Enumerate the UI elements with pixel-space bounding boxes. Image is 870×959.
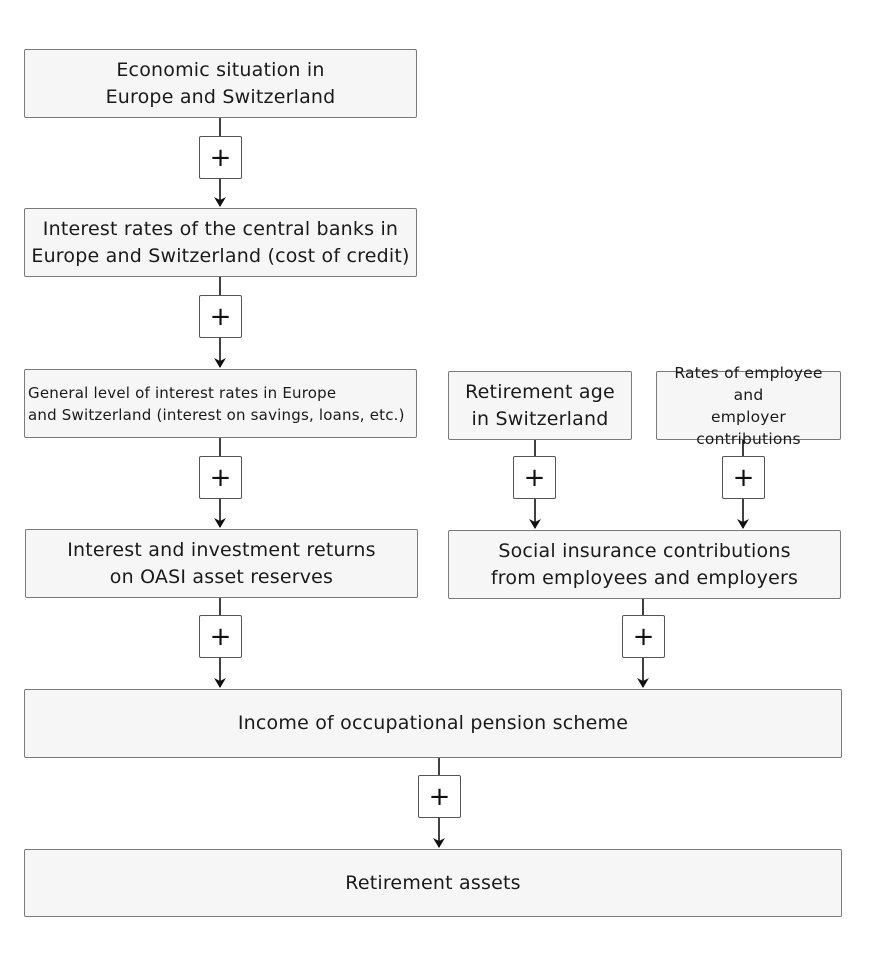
node-economic-situation: Economic situation in Europe and Switzer… (24, 49, 417, 118)
node-pension-scheme-income: Income of occupational pension scheme (24, 689, 842, 758)
plus-sign-central-banks-to-general-rates: + (199, 295, 242, 338)
plus-sign-social-contributions-to-pension-income: + (622, 615, 665, 658)
plus-sign-economic-to-central-banks: + (199, 136, 242, 179)
node-contribution-rates: Rates of employee and employer contribut… (656, 364, 841, 448)
node-central-bank-rates: Interest rates of the central banks in E… (24, 208, 417, 277)
node-general-interest-rates: General level of interest rates in Europ… (24, 369, 417, 438)
node-investment-returns: Interest and investment returns on OASI … (25, 529, 418, 598)
plus-sign-pension-income-to-retirement-assets: + (418, 775, 461, 818)
plus-sign-retirement-age-to-social-contributions: + (513, 456, 556, 499)
node-retirement-assets: Retirement assets (24, 849, 842, 917)
node-retirement-age: Retirement age in Switzerland (448, 371, 632, 440)
plus-sign-contribution-rates-to-social-contributions: + (722, 456, 765, 499)
node-social-insurance-contributions: Social insurance contributions from empl… (448, 530, 841, 599)
plus-sign-general-rates-to-investment-returns: + (199, 456, 242, 499)
plus-sign-investment-returns-to-pension-income: + (199, 615, 242, 658)
